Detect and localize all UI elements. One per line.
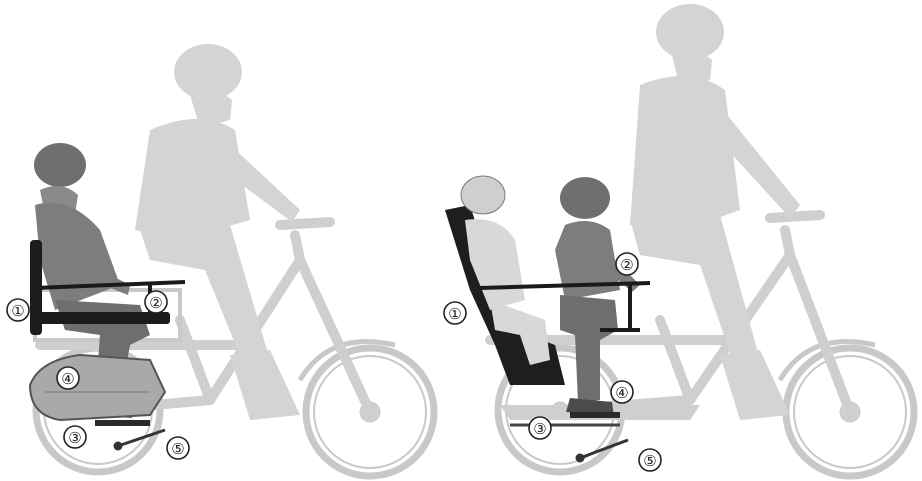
right-callout-3-label: ③ [533,420,546,438]
right-scene [444,4,914,476]
left-callout-2-label: ② [149,294,162,312]
left-scene [7,44,434,476]
left-callout-1-label: ① [11,302,24,320]
right-callout-4-label: ④ [615,384,628,402]
left-callout-3-label: ③ [68,429,81,447]
left-callout-4-label: ④ [61,370,74,388]
right-callout-5-label: ⑤ [643,452,656,470]
left-wheel-guard-bag [30,355,165,420]
left-callout-5-label: ⑤ [171,440,184,458]
left-adult-rider [135,44,300,420]
right-callout-2-label: ② [620,256,633,274]
right-callout-1-label: ① [448,305,461,323]
right-older-child [555,177,640,416]
left-kickstand [115,430,165,449]
right-footrest [570,412,620,418]
left-footrest [95,420,150,426]
